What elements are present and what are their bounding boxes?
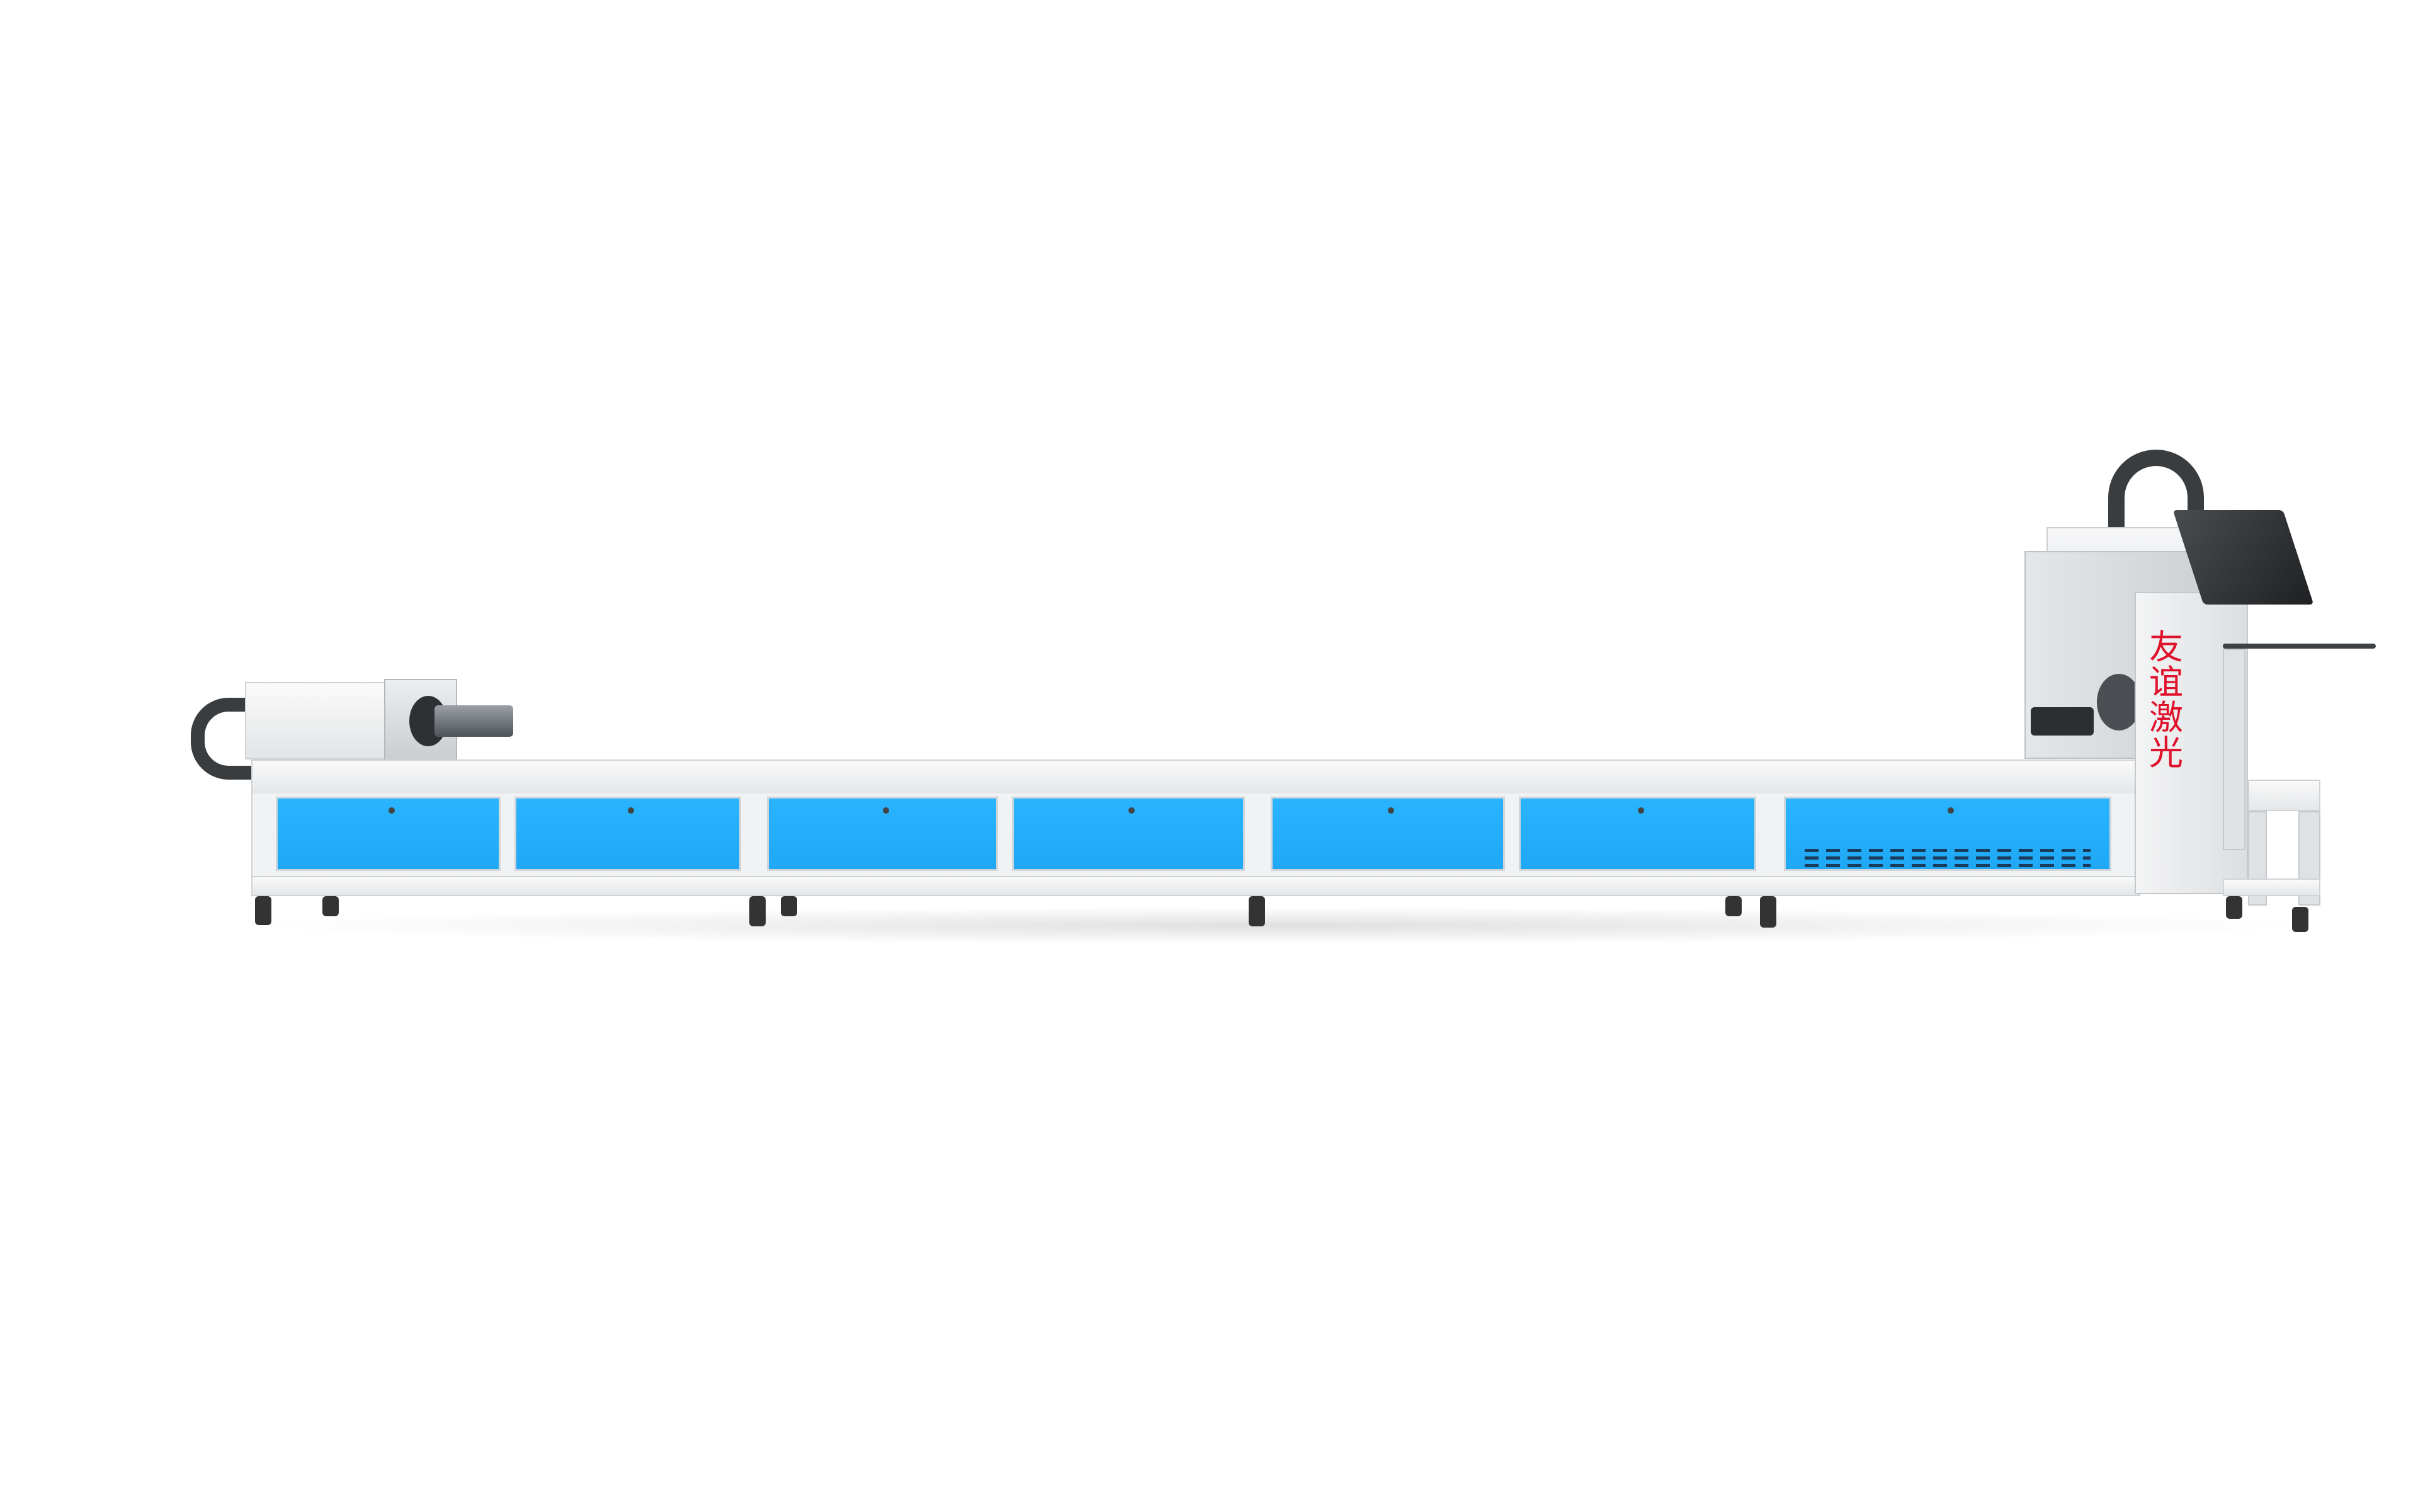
lock-icon xyxy=(628,807,634,814)
vent-slots xyxy=(1805,849,2091,852)
lock-icon xyxy=(882,807,889,814)
lock-icon xyxy=(388,807,395,814)
lock-icon xyxy=(1948,807,1954,814)
cabinet-panel-1 xyxy=(276,797,501,871)
brand-lettering: 友谊激光 xyxy=(2149,627,2183,773)
vent-slots xyxy=(1805,864,2091,867)
leveling-foot xyxy=(2292,907,2308,932)
leveling-foot xyxy=(1249,896,1265,926)
bed-top-rail xyxy=(251,759,2136,795)
leveling-foot xyxy=(255,896,271,925)
monitor-arm xyxy=(2223,649,2245,850)
keyboard-tray xyxy=(2223,644,2376,649)
cable-drag-chain-left xyxy=(191,698,254,780)
leveling-foot xyxy=(322,896,339,916)
floor-shadow xyxy=(239,907,2317,945)
cabinet-panel-5 xyxy=(1271,797,1505,871)
cabinet-panel-6 xyxy=(1519,797,1756,871)
lock-icon xyxy=(1637,807,1644,814)
cabinet-panel-3 xyxy=(767,797,998,871)
support-base xyxy=(2223,878,2320,896)
leveling-foot xyxy=(1760,896,1776,928)
unloading-table xyxy=(2248,780,2320,811)
cabinet-panel-7-vented xyxy=(1784,797,2111,871)
lock-icon xyxy=(1128,807,1135,814)
bed-bottom-rail xyxy=(251,876,2140,896)
cabinet-panel-4 xyxy=(1012,797,1245,871)
vent-slots xyxy=(1805,856,2091,860)
leveling-foot xyxy=(749,896,766,926)
chuck-jaws xyxy=(434,705,513,737)
leveling-foot xyxy=(2226,896,2242,919)
servo-motor xyxy=(2031,707,2094,736)
leveling-foot xyxy=(1725,896,1742,916)
lock-icon xyxy=(1388,807,1394,814)
front-chuck-ring xyxy=(2097,674,2141,730)
cabinet-panel-2 xyxy=(514,797,741,871)
leveling-foot xyxy=(781,896,797,916)
